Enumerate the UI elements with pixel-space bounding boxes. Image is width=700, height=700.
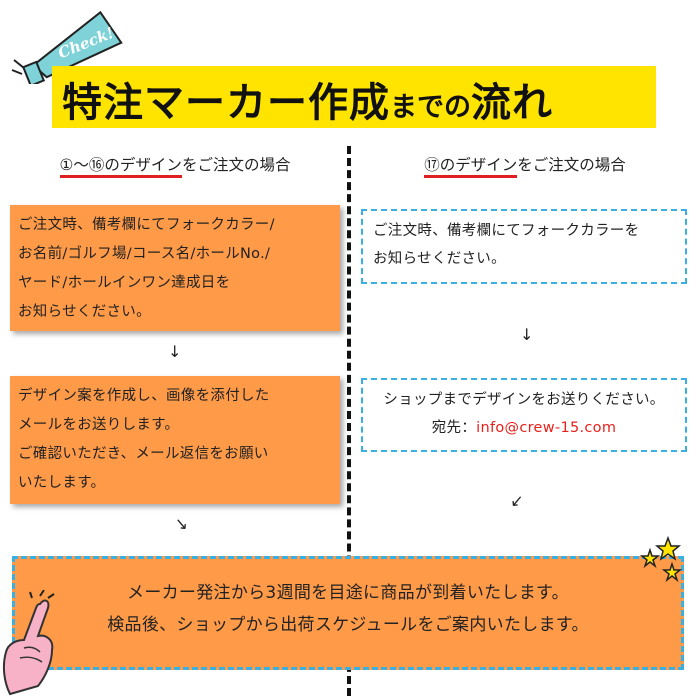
left-step1-line: ご注文時、備考欄にてフォークカラー/ [18,217,275,233]
down-arrow-icon: ↓ [170,512,193,537]
left-heading: ①〜⑯のデザインをご注文の場合 [10,153,340,181]
right-step1-line: ご注文時、備考欄にてフォークカラーを [373,223,640,239]
title-mid: までの [390,92,471,123]
left-step1-box: ご注文時、備考欄にてフォークカラー/ お名前/ゴルフ場/コース名/ホールNo./… [10,205,340,331]
bottom-line-1: メーカー発注から3週間を目途に商品が到着いたします。 [127,583,569,603]
left-heading-underlined: ①〜⑯のデザイン [59,156,182,178]
right-step1-line: お知らせください。 [373,251,506,267]
right-heading-rest: をご注文の場合 [517,156,626,174]
right-heading: ⑰のデザインをご注文の場合 [360,153,690,181]
title-main: 特注マーカー作成 [62,80,390,126]
column-divider [347,146,351,696]
page-title: 特注マーカー作成 までの 流れ [62,70,662,126]
right-step1-box: ご注文時、備考欄にてフォークカラーを お知らせください。 [361,209,687,284]
left-step1-line: ヤード/ホールインワン達成日を [18,275,231,291]
left-step1-line: お知らせください。 [18,304,151,320]
pointing-hand-icon [2,590,55,696]
recipient-label: 宛先： [431,420,477,436]
left-step1-line: お名前/ゴルフ場/コース名/ホールNo./ [18,246,271,262]
bottom-line-2: 検品後、ショップから出荷スケジュールをご案内いたします。 [107,615,589,635]
down-arrow-icon: ↓ [168,342,182,361]
right-heading-underlined: ⑰のデザイン [424,156,518,178]
left-heading-rest: をご注文の場合 [181,156,291,174]
title-end: 流れ [471,80,553,126]
down-arrow-icon: ↓ [505,489,528,514]
stars-icon [639,536,683,583]
title-band [52,66,656,128]
right-step2-box: ショップまでデザインをお送りください。 宛先：info@crew-15.com [361,378,687,452]
left-step2-line: メールをお送りします。 [18,417,180,433]
megaphone-check-icon: Check! [11,10,123,84]
left-step2-line: デザイン案を作成し、画像を添付した [18,388,270,404]
right-step2-line: ショップまでデザインをお送りください。 [383,392,665,408]
left-step2-line: いたします。 [18,475,106,491]
left-step2-box: デザイン案を作成し、画像を添付した メールをお送りします。 ご確認いただき、メー… [10,376,340,504]
email-link[interactable]: info@crew-15.com [476,420,617,436]
recipient-line: 宛先：info@crew-15.com [373,414,675,442]
bottom-box: メーカー発注から3週間を目途に商品が到着いたします。 検品後、ショップから出荷ス… [12,556,684,670]
left-step2-line: ご確認いただき、メール返信をお願い [18,446,269,462]
down-arrow-icon: ↓ [520,325,534,344]
